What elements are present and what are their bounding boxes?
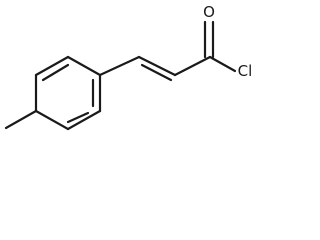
ring-inner-bond-left [41, 63, 70, 82]
ring-bond-2 [34, 55, 70, 77]
vinyl-to-carbonyl-bond [173, 55, 212, 77]
alkene-bond-outer [137, 55, 177, 77]
ring-bond-3 [66, 55, 102, 77]
methyl-bond [4, 109, 38, 130]
chlorine-atom-label: Cl [238, 62, 253, 80]
benzene-ring [34, 55, 102, 131]
ring-bond-5 [66, 109, 102, 131]
ring-inner-bond-bottom [66, 111, 90, 124]
alkene-double-bond [137, 55, 177, 82]
oxygen-atom-label: O [203, 3, 215, 21]
carbonyl-double-bond [203, 20, 215, 59]
ring-to-vinyl-bond [98, 55, 141, 77]
alkene-bond-inner [140, 63, 173, 82]
carbon-chlorine-bond [208, 55, 237, 73]
ring-bond-6 [34, 109, 70, 131]
chemical-structure-drawing: O Cl [0, 0, 258, 134]
